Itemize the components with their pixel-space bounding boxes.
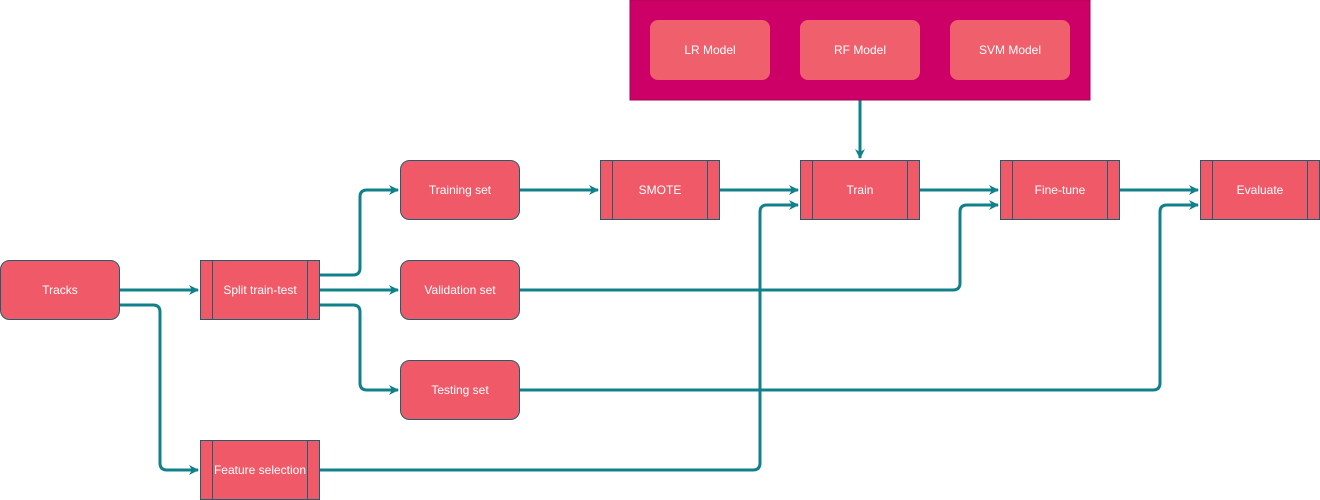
node-label: Validation set — [424, 283, 496, 297]
node-testing[interactable]: Testing set — [400, 360, 520, 420]
node-label: Evaluate — [1237, 183, 1284, 197]
node-box — [1000, 160, 1120, 220]
model-node-box — [650, 20, 770, 80]
node-label: Tracks — [42, 283, 78, 297]
node-box — [0, 260, 120, 320]
node-box — [200, 440, 320, 500]
node-tracks[interactable]: Tracks — [0, 260, 120, 320]
node-label: Split train-test — [223, 283, 297, 297]
edge-testing-to-evaluate — [520, 200, 1199, 392]
node-validation[interactable]: Validation set — [400, 260, 520, 320]
edge-feature-to-train — [320, 200, 799, 472]
node-label: Training set — [429, 183, 492, 197]
model-node-box — [950, 20, 1070, 80]
edge-split-to-testing — [320, 303, 399, 395]
node-box — [200, 260, 320, 320]
model-node-label: LR Model — [684, 43, 735, 57]
node-box — [800, 160, 920, 220]
model-group: LR Model RF Model SVM Model — [629, 0, 1091, 101]
edge-tracks-to-feature — [120, 303, 199, 475]
node-label: Fine-tune — [1035, 183, 1086, 197]
model-node-lr[interactable]: LR Model — [650, 20, 770, 80]
model-node-label: RF Model — [834, 43, 886, 57]
edge-validation-to-finetune — [520, 200, 999, 292]
edge-split-to-training — [320, 185, 399, 277]
node-label: Train — [847, 183, 874, 197]
node-finetune[interactable]: Fine-tune — [1000, 160, 1120, 220]
node-box — [1200, 160, 1320, 220]
node-box — [600, 160, 720, 220]
node-label: Testing set — [431, 383, 489, 397]
model-node-label: SVM Model — [979, 43, 1041, 57]
node-box — [400, 160, 520, 220]
node-split[interactable]: Split train-test — [200, 260, 320, 320]
node-smote[interactable]: SMOTE — [600, 160, 720, 220]
node-label: Feature selection — [214, 463, 306, 477]
node-label: SMOTE — [639, 183, 682, 197]
node-feature[interactable]: Feature selection — [200, 440, 320, 500]
node-box — [400, 360, 520, 420]
edges-layer — [120, 100, 1199, 475]
node-train[interactable]: Train — [800, 160, 920, 220]
model-node-rf[interactable]: RF Model — [800, 20, 920, 80]
node-box — [400, 260, 520, 320]
model-node-box — [800, 20, 920, 80]
model-node-svm[interactable]: SVM Model — [950, 20, 1070, 80]
node-evaluate[interactable]: Evaluate — [1200, 160, 1320, 220]
node-training[interactable]: Training set — [400, 160, 520, 220]
